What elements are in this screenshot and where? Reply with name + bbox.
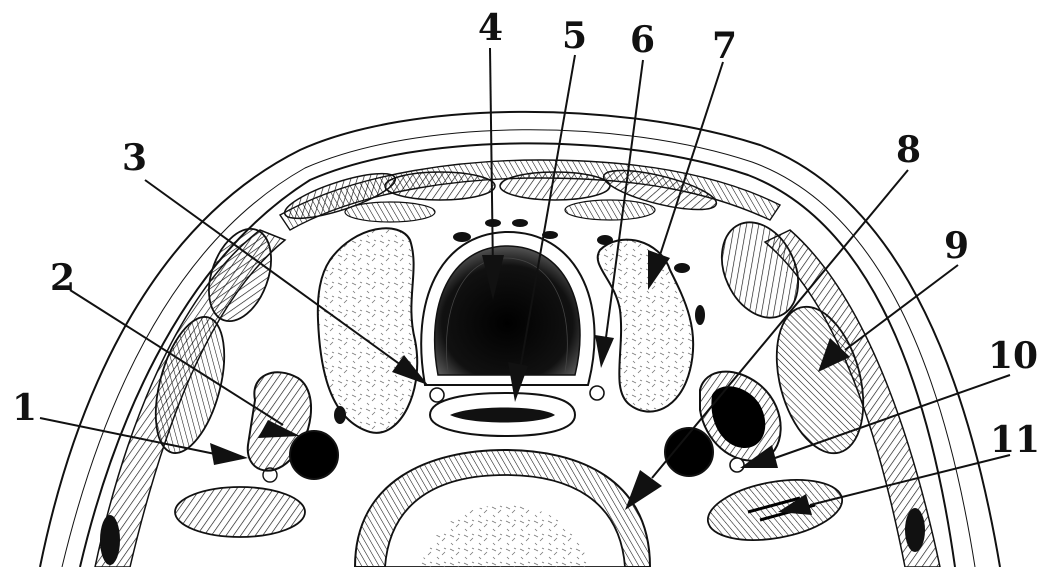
esophagus (430, 393, 575, 436)
carotid-sheath-left (248, 372, 338, 479)
label-3: 3 (122, 137, 147, 179)
label-6: 6 (630, 19, 655, 61)
label-7: 7 (712, 25, 737, 67)
label-11: 11 (990, 419, 1040, 461)
label-4: 4 (478, 7, 503, 49)
label-8: 8 (896, 129, 921, 171)
trachea (421, 232, 594, 385)
label-5: 5 (562, 15, 587, 57)
label-1: 1 (12, 387, 37, 429)
label-2: 2 (50, 257, 75, 299)
label-10: 10 (988, 335, 1038, 377)
vertebral-body (355, 450, 650, 567)
label-9: 9 (944, 225, 969, 267)
